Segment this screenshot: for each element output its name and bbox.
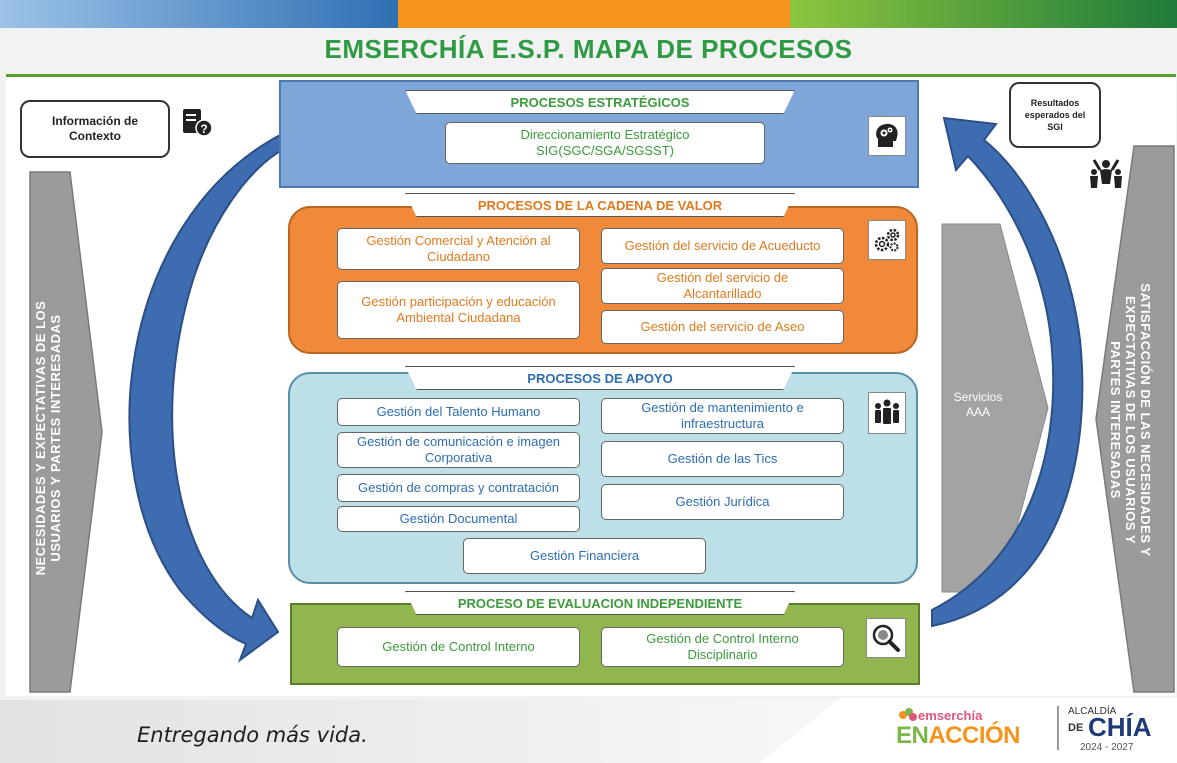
people-group-icon <box>868 392 906 434</box>
page-title: EMSERCHÍA E.S.P. MAPA DE PROCESOS <box>324 34 853 64</box>
process-line: Gestión del Talento Humano <box>376 404 541 419</box>
process-participacion: Gestión participación y educación Ambien… <box>337 281 580 339</box>
services-aaa-label: Servicios AAA <box>948 390 1008 420</box>
top-strip-green <box>790 0 1177 28</box>
support-header: PROCESOS DE APOYO <box>405 366 795 390</box>
logo-en-text: EN <box>896 722 929 749</box>
process-line: Gestión del servicio de Acueducto <box>624 238 821 253</box>
process-tics: Gestión de las Tics <box>601 441 844 477</box>
process-line: Gestión de Control Interno <box>646 631 799 646</box>
process-line: Gestión de compras y contratación <box>358 480 559 495</box>
services-line-2: AAA <box>965 405 990 419</box>
logo-chia-text: CHÍA <box>1088 712 1152 742</box>
top-color-strip <box>0 0 1177 28</box>
left-needs-arrow <box>29 171 103 693</box>
process-line: Corporativa <box>424 450 493 465</box>
process-line: Ciudadano <box>427 249 490 264</box>
process-line: Alcantarillado <box>683 286 762 301</box>
top-strip-orange <box>398 0 790 28</box>
services-line-1: Servicios <box>953 390 1003 404</box>
process-line: Gestión Jurídica <box>675 494 770 509</box>
process-aseo: Gestión del servicio de Aseo <box>601 310 844 344</box>
process-line: Gestión del servicio de <box>656 270 789 285</box>
logo-en-accion: ENACCIÓN <box>896 722 1021 750</box>
process-comercial: Gestión Comercial y Atención al Ciudadan… <box>337 228 580 270</box>
process-acueducto: Gestión del servicio de Acueducto <box>601 228 844 264</box>
process-line: Gestión de Control Interno <box>382 639 535 654</box>
value-chain-header: PROCESOS DE LA CADENA DE VALOR <box>405 193 795 217</box>
results-line-3: SGI <box>1047 122 1063 132</box>
celebrating-people-icon <box>1090 159 1122 188</box>
head-gears-icon <box>868 116 906 156</box>
results-line-2: esperados del <box>1024 110 1086 120</box>
process-talento-humano: Gestión del Talento Humano <box>337 398 580 426</box>
gears-icon <box>868 220 906 260</box>
process-line: Gestión Comercial y Atención al <box>366 233 551 248</box>
process-mantenimiento: Gestión de mantenimiento e infraestructu… <box>601 398 844 434</box>
logo-separator <box>1057 706 1059 750</box>
right-satisfaction-arrow <box>1095 145 1175 693</box>
results-line-1: Resultados <box>1030 98 1080 108</box>
left-curved-arrow <box>128 132 283 663</box>
footer-slogan: Entregando más vida. <box>137 723 368 747</box>
process-comunicacion: Gestión de comunicación e imagen Corpora… <box>337 432 580 468</box>
process-line: Gestión de comunicación e imagen <box>356 434 561 449</box>
process-line: Gestión participación y educación <box>361 294 556 309</box>
context-line-2: Contexto <box>68 129 121 143</box>
process-line: Gestión Documental <box>399 511 518 526</box>
process-line: Disciplinario <box>687 647 758 662</box>
process-control-interno: Gestión de Control Interno <box>337 627 580 667</box>
right-curved-arrow <box>931 116 1084 628</box>
process-line: Gestión del servicio de Aseo <box>640 319 805 334</box>
process-line: Gestión de las Tics <box>667 451 778 466</box>
process-direccionamiento: Direccionamiento Estratégico SIG(SGC/SGA… <box>445 122 765 164</box>
logo-de-text: DE <box>1068 722 1084 734</box>
process-line: Gestión de mantenimiento e <box>641 400 804 415</box>
services-aaa-chevron <box>941 223 1049 593</box>
process-financiera: Gestión Financiera <box>463 538 706 574</box>
process-line: Ambiental Ciudadana <box>396 310 521 325</box>
process-juridica: Gestión Jurídica <box>601 484 844 520</box>
magnifier-icon <box>866 618 906 658</box>
question-document-icon: ? <box>183 109 213 137</box>
process-documental: Gestión Documental <box>337 506 580 532</box>
logo-emserchia-text: emserchía <box>918 708 983 723</box>
expected-results-box: Resultados esperados del SGI <box>1009 82 1101 148</box>
strategic-header: PROCESOS ESTRATÉGICOS <box>405 90 795 114</box>
context-line-1: Información de <box>51 114 138 128</box>
process-alcantarillado: Gestión del servicio de Alcantarillado <box>601 268 844 304</box>
top-strip-blue <box>0 0 398 28</box>
logo-alcaldia-text: ALCALDÍA <box>1068 706 1117 717</box>
process-line: Gestión Financiera <box>529 548 640 563</box>
logo-years-text: 2024 - 2027 <box>1080 742 1134 753</box>
process-line: Direccionamiento Estratégico <box>520 127 690 142</box>
svg-text:?: ? <box>200 122 207 136</box>
context-info-box: Información de Contexto <box>20 100 170 158</box>
footer-white-wedge <box>760 698 1177 763</box>
process-control-disciplinario: Gestión de Control Interno Disciplinario <box>601 627 844 667</box>
logo-accion-text: ACCIÓN <box>928 722 1021 749</box>
process-line: SIG(SGC/SGA/SGSST) <box>536 143 674 158</box>
emserchia-logo-mark-icon <box>899 708 917 721</box>
process-line: infraestructura <box>680 416 765 431</box>
evaluation-header: PROCESO DE EVALUACION INDEPENDIENTE <box>405 591 795 615</box>
process-compras: Gestión de compras y contratación <box>337 474 580 502</box>
